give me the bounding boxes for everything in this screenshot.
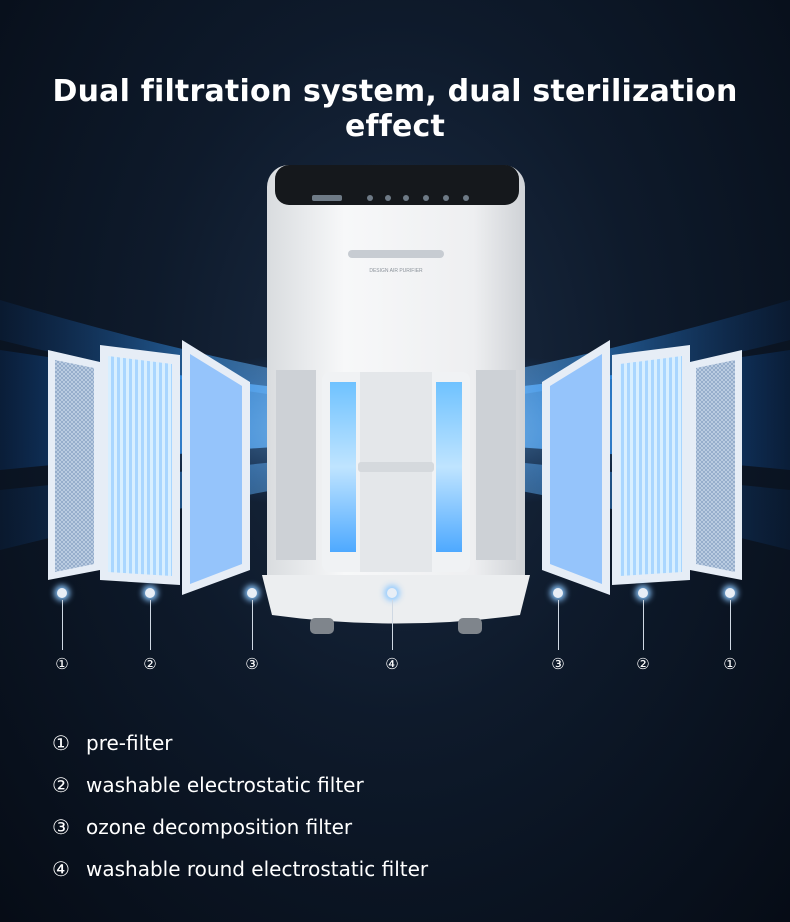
marker-1-right: ①	[717, 580, 743, 674]
marker-1-left: ①	[49, 580, 75, 674]
marker-3-right: ③	[545, 580, 571, 674]
legend-item: ① pre-filter	[52, 731, 173, 755]
product-label: DESIGN AIR PURIFIER	[369, 268, 423, 274]
air-purifier: DESIGN AIR PURIFIER	[262, 165, 530, 634]
page-title: Dual filtration system, dual sterilizati…	[52, 74, 738, 144]
marker-dot	[387, 588, 397, 598]
filter-markers: ① ② ③ ④ ③ ② ①	[0, 580, 790, 690]
filter-panels-right	[542, 340, 742, 595]
product-illustration: DESIGN AIR PURIFIER	[0, 165, 790, 634]
marker-dot	[638, 588, 648, 598]
marker-dot	[553, 588, 563, 598]
marker-dot	[57, 588, 67, 598]
marker-dot	[247, 588, 257, 598]
filter-legend: ① pre-filter ② washable electrostatic fi…	[52, 722, 428, 890]
marker-2-left: ②	[137, 580, 163, 674]
control-panel	[275, 165, 519, 205]
handle	[348, 250, 444, 258]
legend-item: ④ washable round electrostatic filter	[52, 857, 429, 881]
marker-dot	[145, 588, 155, 598]
marker-3-left: ③	[239, 580, 265, 674]
marker-dot	[725, 588, 735, 598]
legend-item: ③ ozone decomposition filter	[52, 815, 353, 839]
marker-4-center: ④	[379, 580, 405, 674]
marker-2-right: ②	[630, 580, 656, 674]
filter-panels-left	[48, 340, 250, 595]
legend-item: ② washable electrostatic filter	[52, 773, 364, 797]
